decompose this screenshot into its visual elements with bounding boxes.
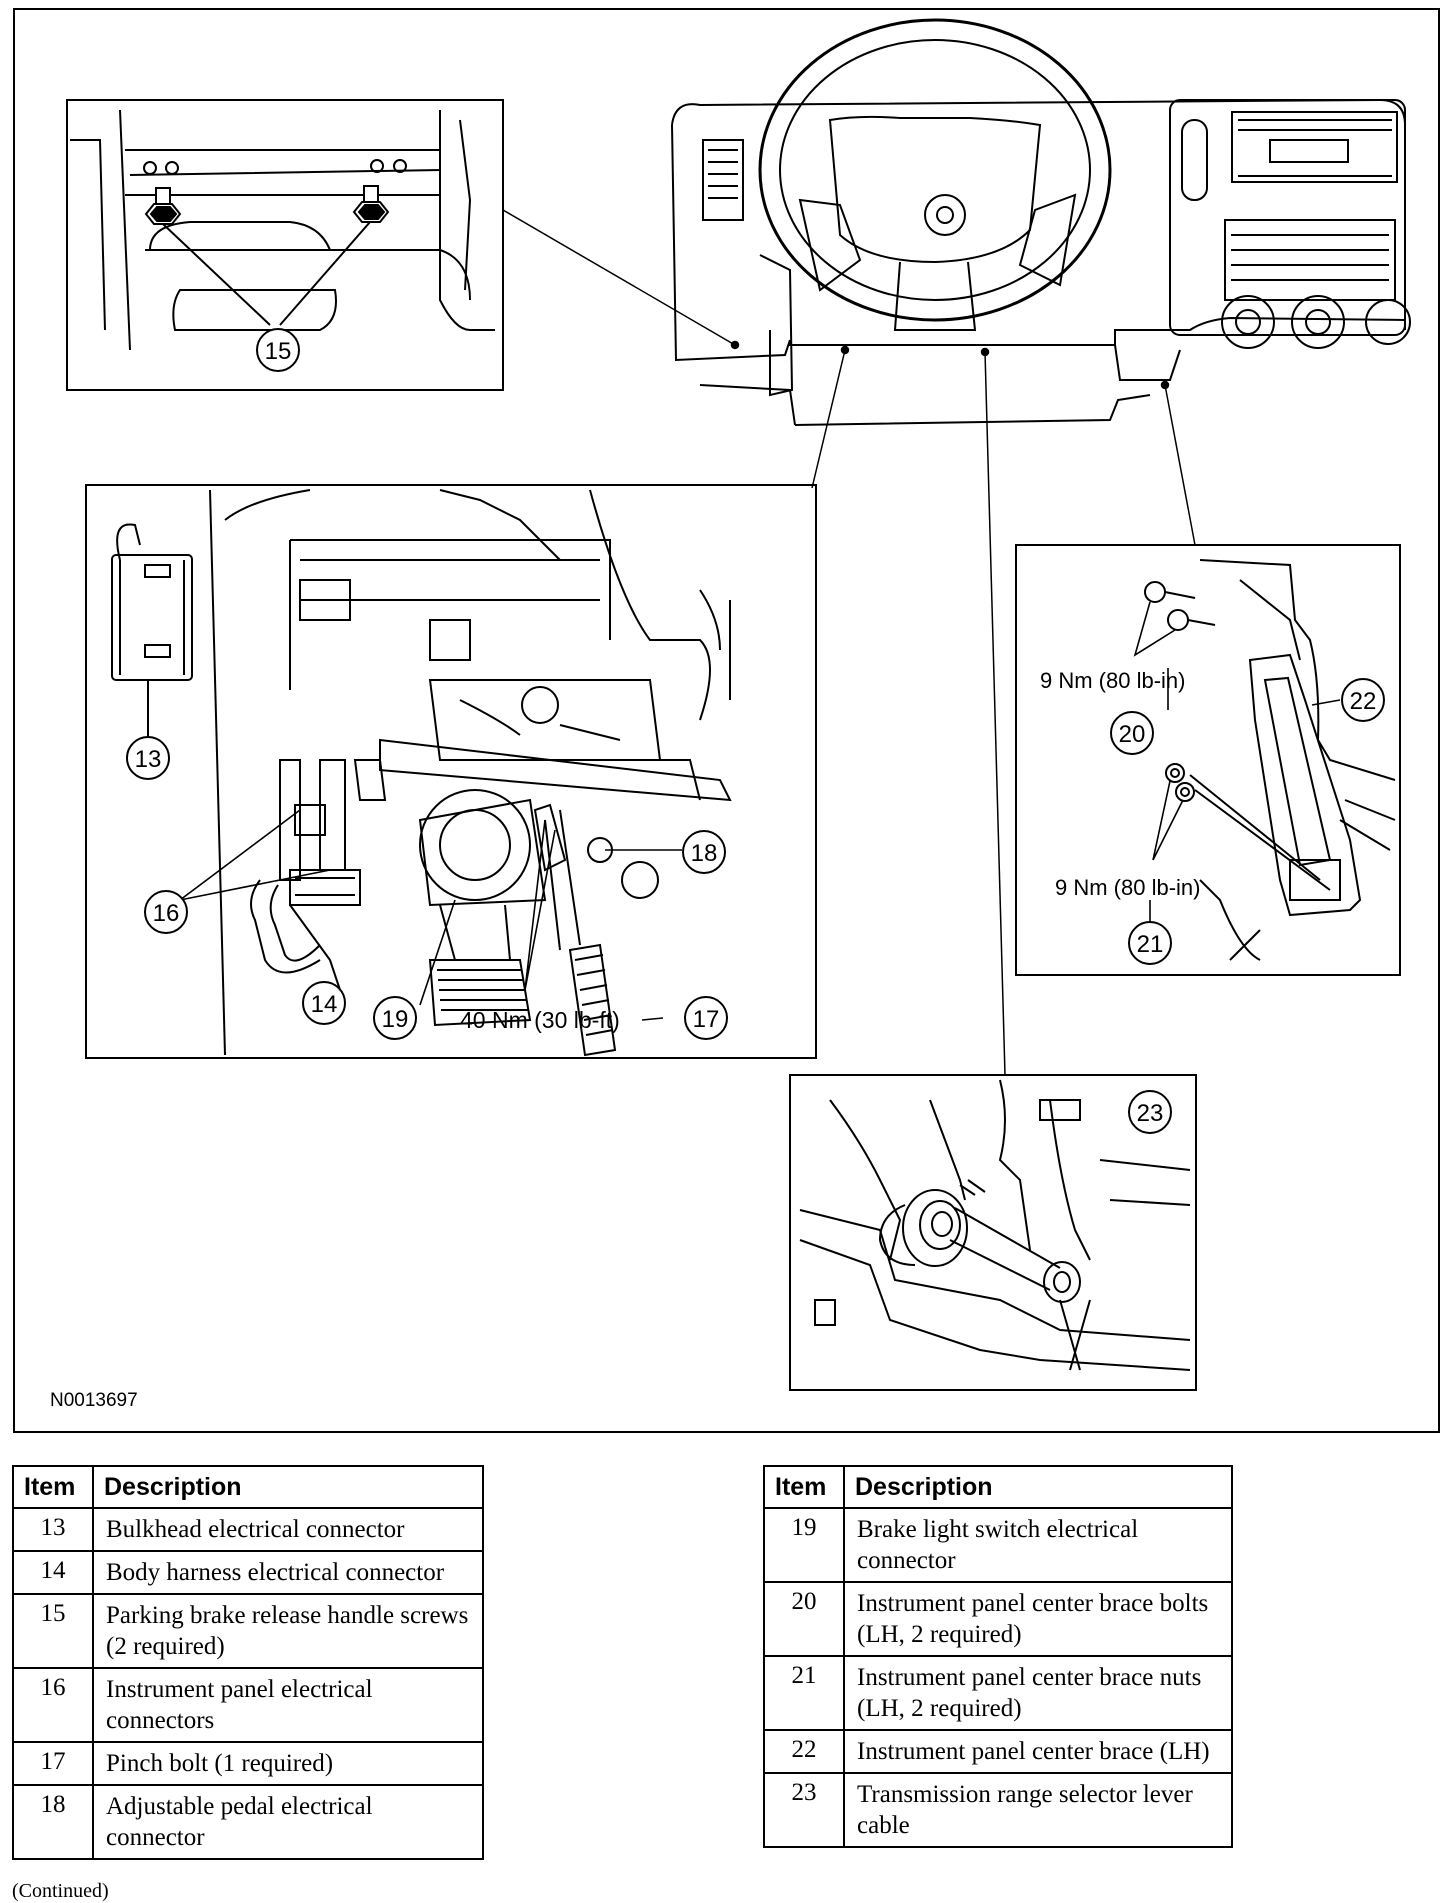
figure-frame <box>13 8 1440 1433</box>
svg-text:22: 22 <box>1350 688 1377 715</box>
torque-label-20: 9 Nm (80 lb-in) <box>1040 668 1185 693</box>
callout-17: 17 <box>684 996 728 1040</box>
pedal-area-inset <box>85 484 817 1059</box>
table-row: 23 Transmission range selector lever cab… <box>763 1772 1233 1848</box>
callout-23: 23 <box>1128 1090 1172 1134</box>
legend-item-description: Instrument panel center brace bolts (LH,… <box>843 1581 1233 1657</box>
callout-15: 15 <box>256 328 300 372</box>
brace-bolt-lower <box>1167 609 1216 631</box>
svg-text:15: 15 <box>265 338 292 365</box>
svg-text:16: 16 <box>153 900 180 927</box>
table-row: 18 Adjustable pedal electrical connector <box>12 1784 484 1860</box>
legend-item-number: 15 <box>12 1593 94 1669</box>
callout-14: 14 <box>302 981 346 1025</box>
legend-item-description: Bulkhead electrical connector <box>92 1507 484 1552</box>
legend-item-description: Transmission range selector lever cable <box>843 1772 1233 1848</box>
callout-20: 20 <box>1110 711 1154 755</box>
svg-text:17: 17 <box>693 1006 720 1033</box>
brace-nut-lower <box>1175 782 1195 802</box>
legend-item-number: 23 <box>763 1772 845 1848</box>
table-row: 22 Instrument panel center brace (LH) <box>763 1729 1233 1774</box>
legend-item-description: Body harness electrical connector <box>92 1550 484 1595</box>
callout-22: 22 <box>1341 678 1385 722</box>
legend-item-description: Adjustable pedal electrical connector <box>92 1784 484 1860</box>
table-row: 19 Brake light switch electrical connect… <box>763 1507 1233 1583</box>
legend-table-right: Item Description 19 Brake light switch e… <box>763 1465 1233 1848</box>
legend-item-number: 13 <box>12 1507 94 1552</box>
callout-21: 21 <box>1128 921 1172 965</box>
legend-item-description: Instrument panel electrical connectors <box>92 1667 484 1743</box>
brace-bolt-upper <box>1144 581 1196 603</box>
legend-item-number: 21 <box>763 1655 845 1731</box>
callout-19: 19 <box>373 996 417 1040</box>
legend-header-item: Item <box>763 1465 845 1509</box>
legend-item-description: Brake light switch electrical connector <box>843 1507 1233 1583</box>
exploded-view-diagram: 15 13 16 14 19 17 18 20 21 22 23 40 Nm (… <box>13 8 1440 1433</box>
legend-item-description: Pinch bolt (1 required) <box>92 1741 484 1786</box>
table-row: 21 Instrument panel center brace nuts (L… <box>763 1655 1233 1731</box>
callout-18: 18 <box>682 830 726 874</box>
torque-label-17: 40 Nm (30 lb-ft) <box>460 1007 620 1033</box>
legend-item-number: 20 <box>763 1581 845 1657</box>
figure-id: N0013697 <box>50 1390 138 1411</box>
svg-text:20: 20 <box>1119 721 1146 748</box>
svg-text:19: 19 <box>382 1006 409 1033</box>
callout-16: 16 <box>144 890 188 934</box>
dashboard-overview <box>671 18 1411 426</box>
table-row: 17 Pinch bolt (1 required) <box>12 1741 484 1786</box>
svg-text:13: 13 <box>135 746 162 773</box>
svg-text:21: 21 <box>1137 931 1164 958</box>
legend-item-description: Instrument panel center brace nuts (LH, … <box>843 1655 1233 1731</box>
legend-header-description: Description <box>843 1465 1233 1509</box>
continued-note: (Continued) <box>12 1880 109 1902</box>
svg-text:23: 23 <box>1137 1100 1164 1127</box>
legend-item-number: 16 <box>12 1667 94 1743</box>
legend-item-number: 18 <box>12 1784 94 1860</box>
legend-header-description: Description <box>92 1465 484 1509</box>
legend-table-left: Item Description 13 Bulkhead electrical … <box>12 1465 484 1860</box>
parking-brake-screw-left <box>144 187 182 225</box>
legend-item-number: 19 <box>763 1507 845 1583</box>
legend-item-number: 14 <box>12 1550 94 1595</box>
brace-nut-upper <box>1165 763 1185 783</box>
legend-item-description: Parking brake release handle screws (2 r… <box>92 1593 484 1669</box>
legend-item-description: Instrument panel center brace (LH) <box>843 1729 1233 1774</box>
legend-item-number: 22 <box>763 1729 845 1774</box>
table-row: 15 Parking brake release handle screws (… <box>12 1593 484 1669</box>
table-row: 14 Body harness electrical connector <box>12 1550 484 1595</box>
legend-item-number: 17 <box>12 1741 94 1786</box>
torque-label-21: 9 Nm (80 lb-in) <box>1055 875 1200 900</box>
table-row: 20 Instrument panel center brace bolts (… <box>763 1581 1233 1657</box>
parking-brake-screw-right <box>352 185 390 223</box>
svg-text:14: 14 <box>311 991 338 1018</box>
table-row: 13 Bulkhead electrical connector <box>12 1507 484 1552</box>
callout-13: 13 <box>126 736 170 780</box>
inset-leader-lines <box>502 209 1196 1076</box>
svg-text:18: 18 <box>691 840 718 867</box>
table-row: 16 Instrument panel electrical connector… <box>12 1667 484 1743</box>
shift-cable-inset <box>789 1074 1197 1391</box>
legend-header-item: Item <box>12 1465 94 1509</box>
center-brace-inset <box>1015 544 1401 976</box>
